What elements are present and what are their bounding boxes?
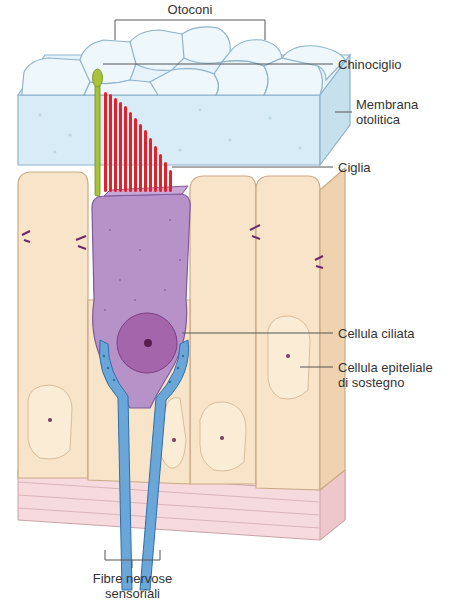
cytoplasm-dots-part [139, 249, 141, 251]
membrane-granules-part [269, 117, 272, 120]
synaptic-vesicles [103, 355, 184, 383]
membrane-front [18, 95, 320, 165]
otoconia-part [150, 69, 219, 95]
leader-line [335, 112, 352, 113]
otoconia-part [22, 58, 90, 95]
cytoplasm-dots-part [134, 299, 136, 301]
part-label: Otoconi [115, 2, 265, 17]
desmosome [76, 236, 86, 249]
synaptic-vesicles-part [182, 355, 184, 357]
supporting-cell [190, 176, 256, 484]
cell-nucleus [268, 316, 310, 399]
synaptic-vesicles-part [177, 367, 179, 369]
membrane-fiber [18, 495, 320, 515]
stereocilia-part [104, 92, 107, 192]
stereocilia-part [154, 146, 157, 192]
stereocilia-part [124, 106, 127, 192]
otoconia [22, 27, 345, 95]
stereocilia-part [134, 118, 137, 192]
synaptic-vesicles-part [103, 355, 105, 357]
membrane-granules-part [299, 147, 302, 150]
nucleolus [286, 354, 290, 358]
part-label: Ciglia [338, 160, 448, 175]
synaptic-vesicles-part [107, 367, 109, 369]
leader-lines [103, 64, 352, 367]
cytoplasm-dots-part [164, 289, 166, 291]
otoconia-bracket [115, 20, 265, 40]
desmosome [22, 231, 30, 242]
cytoplasm-dots [104, 219, 181, 311]
otoconia-part [80, 40, 137, 84]
leader-line [182, 333, 333, 334]
part-label: Membrana otolitica [356, 97, 448, 127]
nerve-fibres [99, 340, 188, 590]
leader-line [300, 367, 333, 368]
nucleolus [220, 436, 224, 440]
part-label: Cellula ciliata [338, 326, 448, 341]
hair-cell-nucleus [117, 313, 177, 373]
kinocilium-shaft [95, 84, 100, 196]
stereocilia-part [144, 130, 147, 192]
supporting-cell [18, 172, 88, 478]
membrane-granules-part [229, 139, 232, 142]
membrane-granules-part [39, 114, 42, 117]
stereocilia [104, 92, 172, 192]
part-label: Chinociglio [338, 57, 448, 72]
cytoplasm-dots-part [119, 279, 121, 281]
cytoplasm-dots-part [104, 309, 106, 311]
membrane-granules-part [54, 151, 57, 154]
stereocilia-part [119, 102, 122, 192]
nucleolus [48, 418, 52, 422]
cytoplasm-dots-part [109, 229, 111, 231]
stereocilia-part [149, 138, 152, 192]
part-label: Fibre nervose sensoriali [70, 571, 195, 601]
stereocilia-part [169, 170, 172, 192]
leader-line [103, 64, 333, 65]
kinocilium-bulb [93, 69, 103, 87]
otoconia-part [214, 61, 268, 95]
nerve-ending [140, 340, 189, 590]
otoconia-part [182, 27, 230, 63]
membrane-granules-part [179, 149, 182, 152]
nerve-ending [99, 340, 132, 590]
leader-line [172, 167, 333, 168]
stereocilia-part [109, 94, 112, 192]
stereocilia-part [129, 112, 132, 192]
otolithic-membrane [18, 55, 350, 165]
cytoplasm-dots-part [169, 219, 171, 221]
kinocilium [93, 69, 103, 196]
supporting-cells [18, 168, 345, 490]
fibre-bracket [105, 550, 160, 568]
cell-nucleus [200, 402, 246, 471]
membrane-granules-part [69, 134, 72, 137]
stereocilia-part [159, 154, 162, 192]
cell-nucleus [28, 385, 72, 459]
otoconia-part [282, 46, 345, 80]
desmosome [250, 225, 260, 239]
membrane-granules [39, 109, 302, 154]
nucleolus [172, 438, 176, 442]
synaptic-vesicles-part [113, 379, 115, 381]
part-label: Cellula epiteliale di sostegno [338, 360, 438, 390]
synaptic-vesicles-part [169, 381, 171, 383]
stereocilia-part [114, 98, 117, 192]
nucleolus [144, 339, 152, 347]
membrane-fiber [18, 508, 320, 528]
desmosome [315, 256, 323, 268]
stereocilia-part [164, 162, 167, 192]
stereocilia-part [139, 124, 142, 192]
membrane-granules-part [199, 109, 202, 112]
cytoplasm-dots-part [179, 259, 181, 261]
